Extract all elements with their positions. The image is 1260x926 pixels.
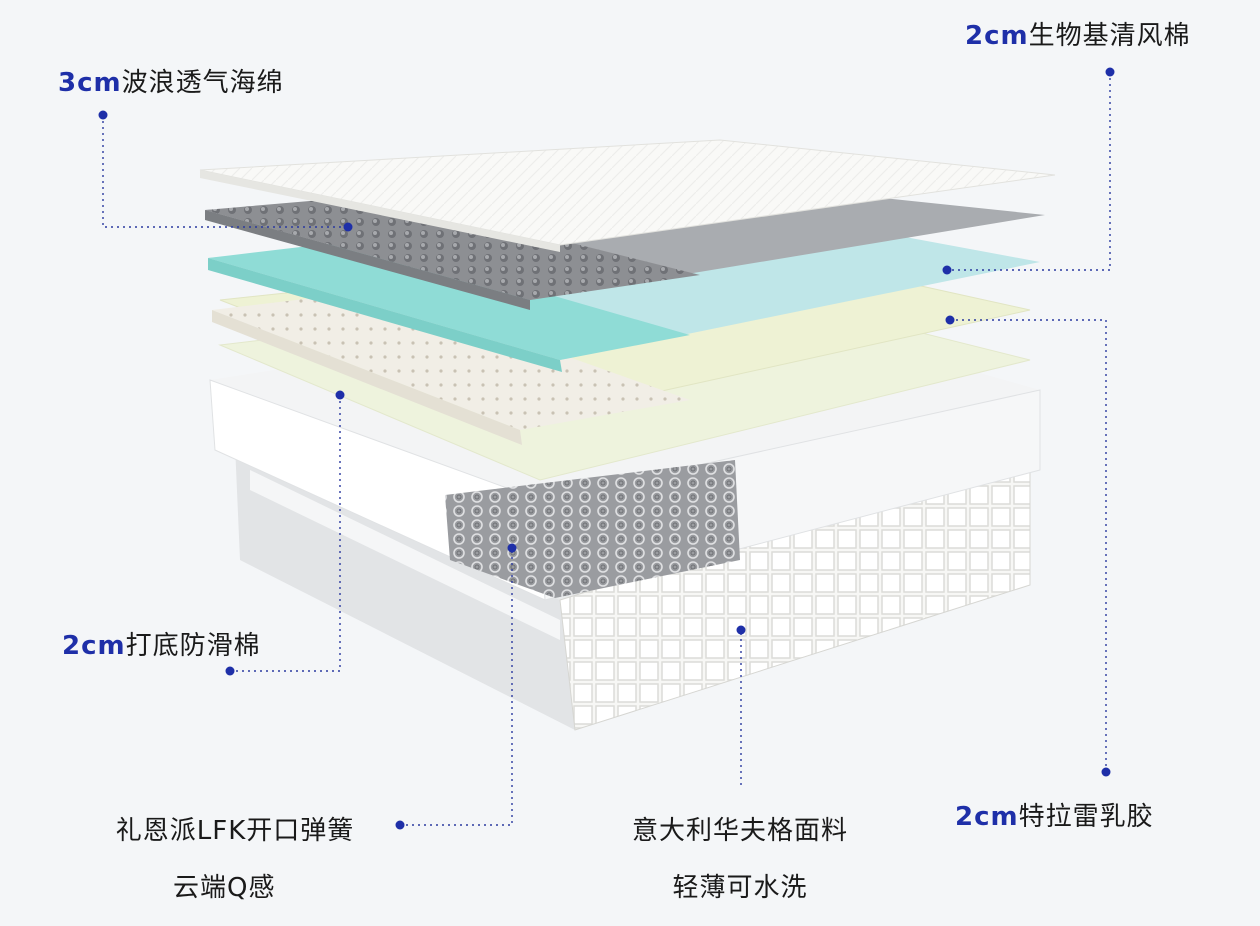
label-spring-line1: 礼恩派LFK开口弹簧	[115, 816, 355, 846]
label-wave-sponge-thickness: 3cm	[58, 68, 122, 98]
label-bio-cotton: 2cm生物基清风棉	[965, 15, 1191, 52]
label-antislip-name: 打底防滑棉	[125, 631, 261, 661]
label-fabric-line2: 轻薄可水洗	[672, 873, 808, 903]
guide-dots	[98, 67, 1115, 830]
label-bio-cotton-name: 生物基清风棉	[1028, 21, 1191, 51]
label-latex: 2cm特拉雷乳胶	[955, 796, 1154, 833]
guide-latex	[950, 319, 1107, 772]
guide-spring	[400, 548, 513, 826]
label-wave-sponge: 3cm波浪透气海绵	[58, 62, 284, 99]
label-antislip-thickness: 2cm	[62, 631, 126, 661]
guide-antislip	[230, 395, 341, 672]
guide-lines	[102, 72, 1111, 826]
label-bio-cotton-thickness: 2cm	[965, 21, 1029, 51]
guide-bio-cotton	[947, 72, 1111, 271]
label-latex-thickness: 2cm	[955, 802, 1019, 832]
label-fabric: 意大利华夫格面料 轻薄可水洗	[605, 810, 875, 904]
label-spring-line2: 云端Q感	[173, 873, 276, 903]
label-fabric-line1: 意大利华夫格面料	[631, 816, 848, 846]
label-latex-name: 特拉雷乳胶	[1018, 802, 1154, 832]
guide-wave-sponge	[102, 115, 348, 228]
layer-top-cover	[199, 139, 1056, 252]
label-antislip: 2cm打底防滑棉	[62, 625, 261, 662]
label-spring: 礼恩派LFK开口弹簧 云端Q感	[95, 810, 375, 904]
layer-dotted	[212, 290, 690, 445]
spring-coils	[445, 460, 740, 598]
label-wave-sponge-name: 波浪透气海绵	[121, 68, 284, 98]
